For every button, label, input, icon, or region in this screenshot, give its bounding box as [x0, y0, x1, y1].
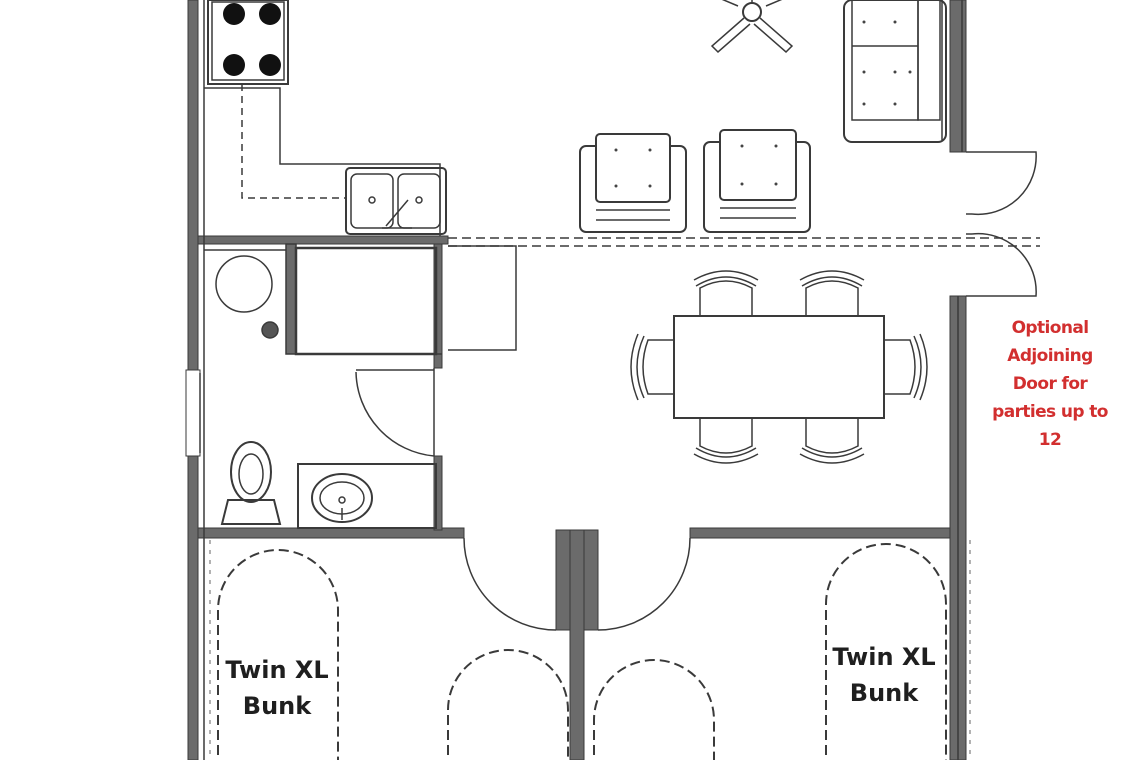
dashed-divider — [448, 237, 1040, 247]
wall-lines — [199, 0, 963, 760]
shower-fixture-box — [448, 245, 517, 351]
bed-label-right-line2: Bunk — [849, 679, 919, 707]
dining-chairs-top — [693, 270, 865, 316]
kitchen-counter — [204, 87, 441, 236]
armchair-left — [579, 133, 687, 233]
adjoining-door-note: Optional Adjoining Door for parties up t… — [978, 314, 1122, 454]
bath-right-wall-lower — [433, 455, 443, 531]
kitchen-bath-wall — [197, 235, 449, 245]
note-line-3: Door for — [1012, 374, 1088, 394]
walls — [185, 0, 967, 760]
floor-drain — [261, 321, 279, 339]
adjoining-door — [966, 151, 1037, 297]
ceiling-fan — [710, 0, 794, 54]
note-line-2: Adjoining — [1007, 346, 1093, 366]
bath-right-wall — [433, 243, 443, 369]
dining-table — [673, 315, 885, 419]
stove — [207, 0, 289, 85]
bedroom-edge-dashes — [209, 540, 971, 760]
note-line-5: 12 — [1038, 430, 1062, 450]
armchair-right — [703, 129, 811, 233]
bedroom-divider-wall — [569, 529, 585, 760]
bathroom-door — [355, 368, 435, 457]
kitchen — [204, 0, 447, 236]
bed-right-inner — [593, 659, 715, 760]
kitchen-sink — [345, 167, 447, 235]
bedroom-doors — [463, 537, 691, 631]
bed-left-inner — [447, 649, 569, 760]
bed-label-right: Twin XL Bunk — [809, 639, 959, 711]
beds — [217, 543, 947, 760]
bed-right-outer — [825, 543, 947, 760]
living-bedroom-wall — [689, 527, 951, 539]
bathroom-sink — [297, 463, 437, 529]
washer — [215, 255, 273, 313]
stove-burners — [223, 3, 281, 76]
dining-chairs-ends — [630, 333, 928, 401]
outer-wall-right-upper — [949, 0, 967, 153]
doorjamb-left — [555, 529, 571, 631]
bed-left-outer — [217, 549, 339, 760]
bed-label-left: Twin XL Bunk — [202, 652, 352, 724]
bathroom — [204, 243, 517, 529]
dining-set — [630, 270, 928, 464]
note-line-1: Optional — [1011, 318, 1089, 338]
bath-window — [185, 369, 201, 457]
note-line-4: parties up to — [992, 402, 1108, 422]
sink-faucet — [382, 199, 412, 229]
bed-label-left-line2: Bunk — [242, 692, 312, 720]
shower — [285, 243, 442, 356]
toilet — [220, 441, 282, 525]
doorjamb-right — [583, 529, 599, 631]
bed-label-right-line1: Twin XL — [832, 643, 936, 671]
counter-dashed-line — [241, 84, 346, 199]
bath-bedroom-wall — [197, 527, 465, 539]
bed-label-left-line1: Twin XL — [225, 656, 329, 684]
dining-chairs-bottom — [693, 418, 865, 464]
sofa — [843, 0, 947, 143]
